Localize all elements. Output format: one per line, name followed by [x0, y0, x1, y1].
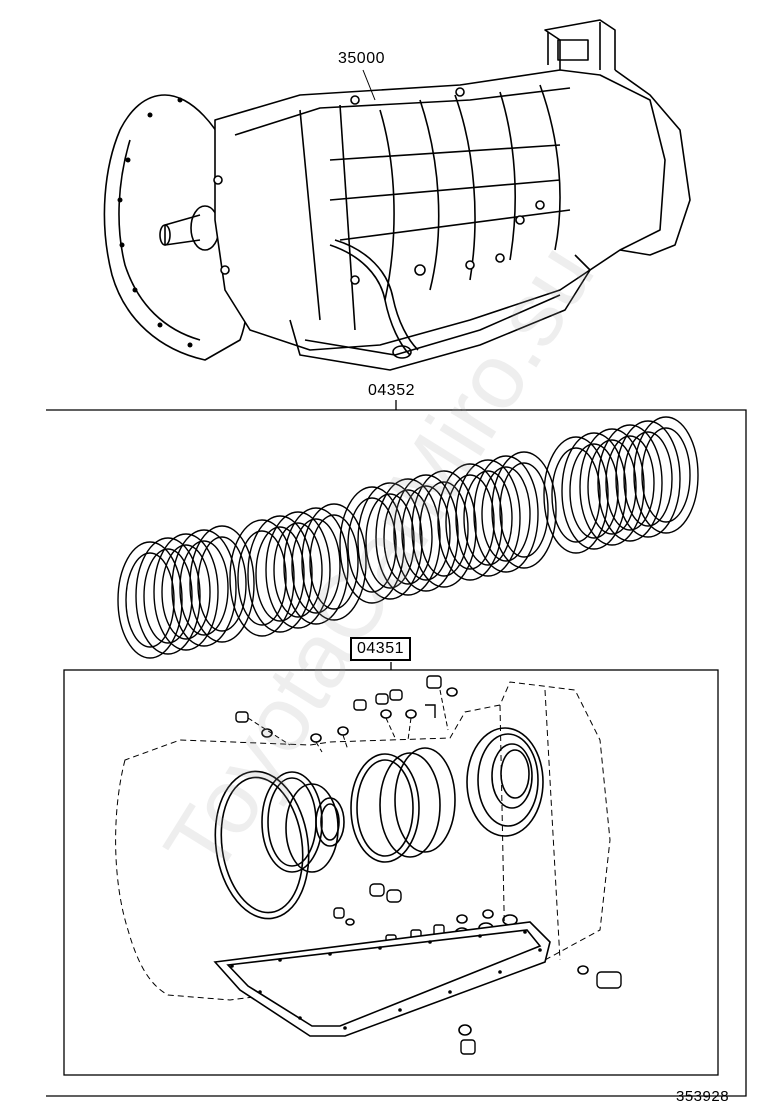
o-ring-icon [214, 687, 589, 1036]
part-label-35000: 35000 [338, 50, 385, 67]
transmission-assembly-icon [103, 19, 691, 371]
clutch-disc-stack-icon [117, 416, 699, 659]
part-label-04351: 04351 [350, 637, 411, 661]
fitting-icon [235, 675, 622, 1055]
illustration-number: 353928 [676, 1088, 730, 1105]
leader-line-35000 [362, 69, 376, 101]
part-label-04352: 04352 [368, 382, 415, 399]
leader-lines [247, 689, 449, 753]
kit-04352-bracket [46, 400, 747, 1097]
oil-pan-gasket-icon [213, 921, 551, 1037]
kit-04351-bracket [63, 662, 719, 1076]
